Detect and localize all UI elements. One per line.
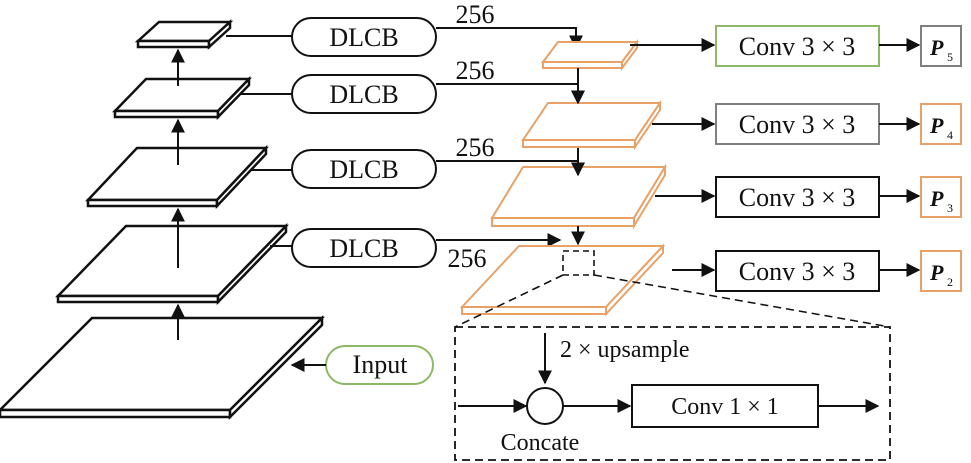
detail-zoom-lines — [454, 274, 891, 328]
dlcb-label: DLCB — [329, 234, 398, 263]
backbone-level-3 — [85, 144, 269, 210]
upsample-label: 2 × upsample — [560, 337, 690, 363]
plate-to-conv-arrows — [630, 38, 716, 277]
dlcb-block-3: DLCB — [291, 149, 437, 189]
detail-box: 2 × upsample Concate Conv 1 × 1 — [454, 326, 891, 461]
backbone-level-5 — [134, 19, 234, 50]
conv1x1-label: Conv 1 × 1 — [671, 394, 779, 420]
conv-to-output-arrows — [879, 38, 921, 277]
input-block: Input — [325, 345, 434, 385]
backbone-level-4 — [112, 75, 252, 121]
output-p3: P 3 — [920, 176, 962, 218]
backbone-level-2 — [55, 222, 289, 306]
output-p4: P 4 — [920, 103, 962, 145]
backbone-to-dlcb-lines — [226, 35, 292, 247]
dlcb-label: DLCB — [329, 23, 398, 52]
dlcb-label: DLCB — [329, 155, 398, 184]
conv3x3-label: Conv 3 × 3 — [739, 32, 856, 61]
concat-node — [526, 387, 564, 425]
conv3x3-label: Conv 3 × 3 — [739, 110, 856, 139]
conv3x3-block-1: Conv 3 × 3 — [715, 25, 880, 67]
conv3x3-label: Conv 3 × 3 — [739, 183, 856, 212]
conv3x3-block-2: Conv 3 × 3 — [715, 103, 880, 145]
output-index: 5 — [947, 50, 953, 64]
dlcb-label: DLCB — [329, 80, 398, 109]
topdown-level-3 — [490, 163, 667, 230]
conv3x3-block-3: Conv 3 × 3 — [715, 176, 880, 218]
topdown-pyramid — [459, 39, 667, 317]
dlcb-block-1: DLCB — [291, 17, 437, 57]
output-p2: P 2 — [920, 250, 962, 292]
output-letter: P — [929, 35, 944, 60]
output-index: 4 — [947, 128, 953, 142]
concat-label: Concate — [501, 430, 580, 456]
topdown-level-5 — [541, 39, 639, 71]
output-p5: P 5 — [920, 25, 962, 67]
conv1x1-block — [631, 384, 819, 428]
channel-label-2: 256 — [456, 56, 495, 85]
detail-focus-box — [562, 250, 595, 276]
conv3x3-block-4: Conv 3 × 3 — [715, 250, 880, 292]
output-index: 3 — [947, 201, 953, 215]
backbone-level-1 — [0, 314, 326, 421]
output-index: 2 — [947, 275, 953, 289]
input-label: Input — [353, 350, 409, 379]
channel-label-4: 256 — [448, 244, 487, 273]
backbone-pyramid — [0, 19, 326, 421]
dlcb-block-2: DLCB — [291, 74, 437, 114]
output-letter: P — [929, 113, 944, 138]
channel-label-3: 256 — [456, 133, 495, 162]
topdown-level-2 — [459, 243, 666, 317]
topdown-level-4 — [521, 99, 662, 151]
conv3x3-label: Conv 3 × 3 — [739, 257, 856, 286]
dlcb-block-4: DLCB — [291, 228, 437, 268]
channel-label-1: 256 — [456, 0, 495, 29]
output-letter: P — [929, 260, 944, 285]
output-letter: P — [929, 186, 944, 211]
